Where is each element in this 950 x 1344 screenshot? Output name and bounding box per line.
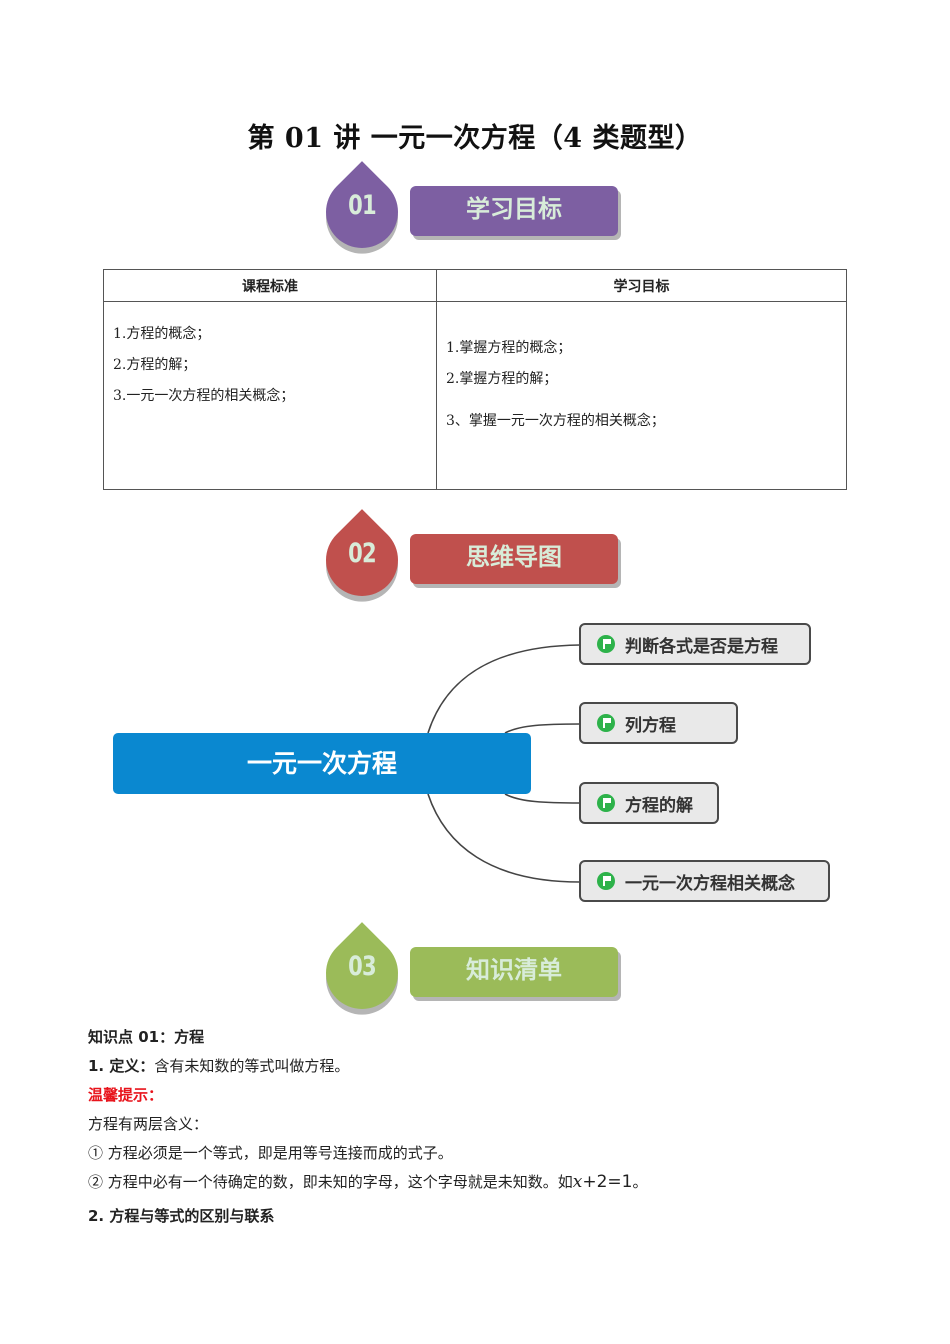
math-variable: x [572,1172,583,1192]
meaning-item-2-end: 。 [632,1173,648,1191]
meaning-intro: 方程有两层含义： [88,1115,209,1133]
knowledge-point-title: 知识点 01：方程 [88,1028,205,1046]
mind-map-branch: 一元一次方程相关概念 [579,860,830,902]
section-label: 知识清单 [410,947,618,997]
mind-map-central-topic: 一元一次方程 [113,733,531,794]
standard-item: 2.方程的解； [113,357,197,373]
flag-icon [597,714,615,732]
section-number: 02 [348,538,377,569]
standard-item: 1.方程的概念； [113,326,211,342]
flag-icon [597,794,615,812]
branch-label: 列方程 [625,715,676,736]
subheading-equation-vs-equality: 2. 方程与等式的区别与联系 [88,1207,275,1225]
objective-item: 3、掌握一元一次方程的相关概念； [446,413,665,429]
objective-item: 2.掌握方程的解； [446,371,558,387]
mind-map: 一元一次方程 判断各式是否是方程 列方程 方程的解 一元一次方程相关概念 [0,610,950,920]
branch-label: 判断各式是否是方程 [625,636,778,657]
definition-text: 含有未知数的等式叫做方程。 [154,1057,350,1075]
section-label: 学习目标 [410,186,618,236]
section-banner-knowledge-list: 03 知识清单 [311,922,640,1024]
section-banner-learning-goals: 01 学习目标 [311,161,640,263]
section-label: 思维导图 [410,534,618,584]
meaning-item-1: ① 方程必须是一个等式，即是用等号连接而成的式子。 [88,1144,453,1162]
definition-label: 1. 定义： [88,1057,155,1075]
section-number: 01 [348,190,377,221]
branch-label: 方程的解 [625,795,693,816]
page-title: 第 01 讲 一元一次方程（4 类题型） [247,123,703,154]
mind-map-branch: 列方程 [579,702,738,744]
math-expression: x+2=1 [573,1172,633,1192]
section-banner-mind-map: 02 思维导图 [311,509,640,611]
table-header-objectives: 学习目标 [436,269,847,302]
standard-item: 3.一元一次方程的相关概念； [113,388,295,404]
mind-map-branch: 判断各式是否是方程 [579,623,811,665]
math-rest: +2=1 [582,1172,633,1192]
standards-cell: 1.方程的概念； 2.方程的解； 3.一元一次方程的相关概念； [103,301,437,490]
meaning-item-2: ② 方程中必有一个待确定的数，即未知的字母，这个字母就是未知数。如x+2=1。 [88,1171,648,1192]
flag-icon [597,635,615,653]
definition-line: 1. 定义：含有未知数的等式叫做方程。 [88,1055,349,1076]
table-header-standards: 课程标准 [103,269,437,302]
section-number: 03 [348,951,377,982]
goals-table: 课程标准 学习目标 1.方程的概念； 2.方程的解； 3.一元一次方程的相关概念… [103,269,847,490]
meaning-item-2-text: ② 方程中必有一个待确定的数，即未知的字母，这个字母就是未知数。如 [88,1173,573,1191]
tip-label: 温馨提示： [88,1086,164,1104]
objective-item: 1.掌握方程的概念； [446,340,572,356]
mind-map-branch: 方程的解 [579,782,719,824]
branch-label: 一元一次方程相关概念 [625,873,795,894]
flag-icon [597,872,615,890]
objectives-cell: 1.掌握方程的概念； 2.掌握方程的解； 3、掌握一元一次方程的相关概念； [436,301,847,490]
mind-map-connectors [427,644,581,883]
